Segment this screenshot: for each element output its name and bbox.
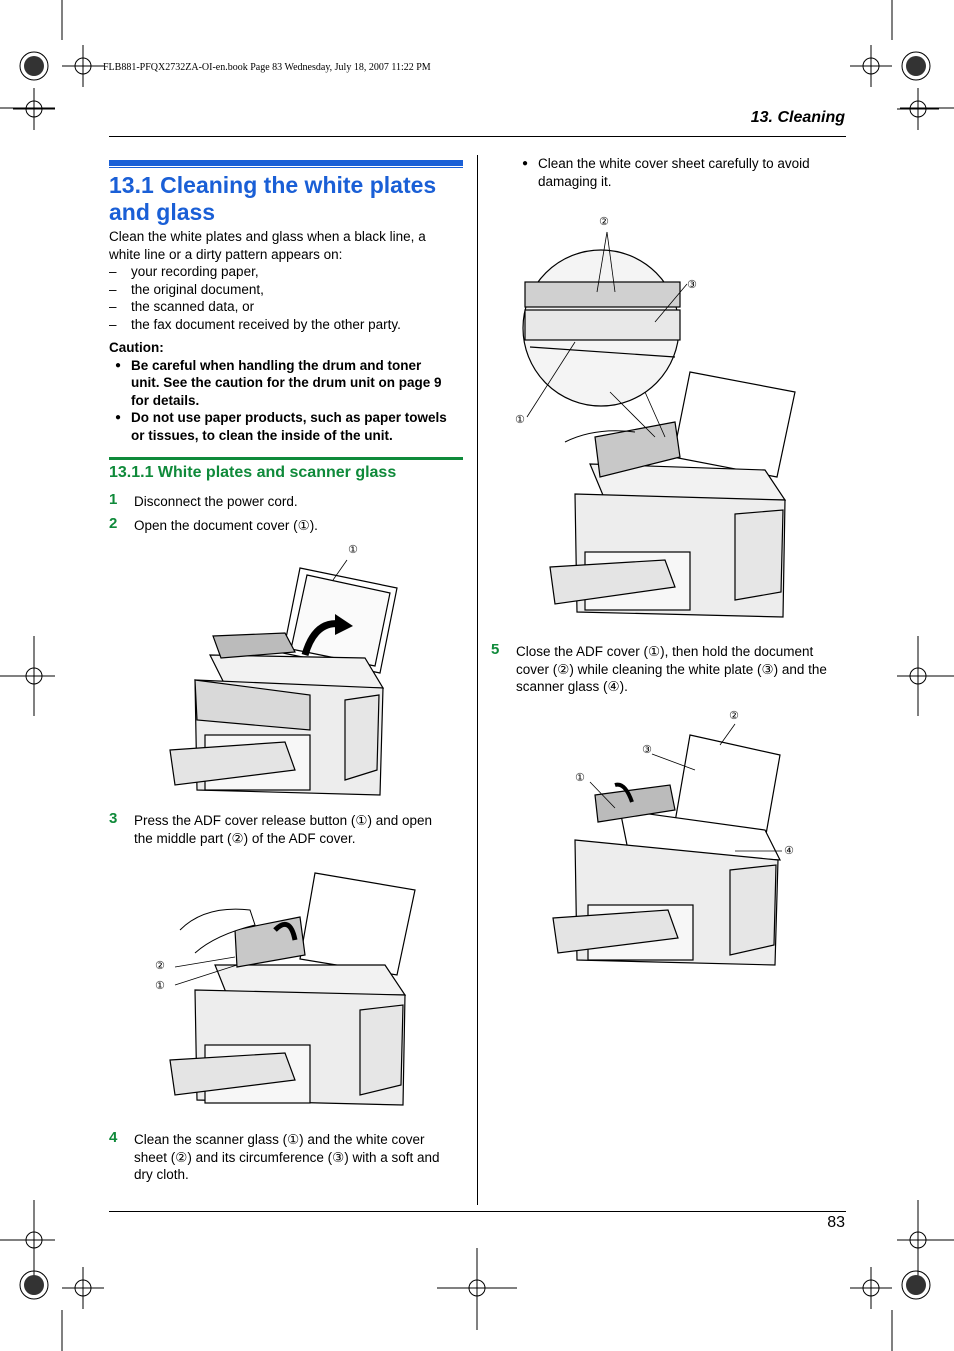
illustration-open-adf-cover [169, 872, 416, 1106]
illustration-open-document-cover [169, 559, 398, 796]
callout-1: ① [575, 771, 585, 784]
callout-1: ① [515, 413, 525, 426]
column-divider [477, 155, 478, 1205]
illustration-close-adf-cover [552, 723, 782, 966]
chapter-heading: 13. Cleaning [750, 109, 845, 126]
list-item: –the original document, [109, 281, 264, 297]
step-1: 1 Disconnect the power cord. [109, 491, 298, 509]
subsection-title: 13.1.1 White plates and scanner glass [109, 464, 397, 481]
footer-rule [109, 1211, 846, 1212]
illustration-clean-glass [522, 231, 796, 618]
section-bar-thin [109, 167, 463, 168]
step-5: 5 Close the ADF cover (①), then hold the… [491, 641, 827, 695]
callout-4: ④ [784, 844, 794, 857]
callout-1: ① [348, 543, 358, 556]
list-item: –the scanned data, or [109, 299, 255, 315]
callout-3: ③ [642, 743, 652, 756]
step-3: 3 Press the ADF cover release button (①)… [109, 810, 433, 846]
caution-block: Caution: ● Be careful when handling the … [109, 339, 469, 445]
step-4: 4 Clean the scanner glass (①) and the wh… [109, 1129, 440, 1183]
step-2: 2 Open the document cover (①). [109, 515, 318, 533]
callout-2: ② [599, 215, 609, 228]
caution-heading: Caution: [109, 340, 164, 355]
page-number: 83 [827, 1214, 845, 1231]
file-slug: FLB881-PFQX2732ZA-OI-en.book Page 83 Wed… [103, 62, 431, 73]
callout-2: ② [155, 959, 165, 972]
list-item: –the fax document received by the other … [109, 316, 401, 332]
list-item: –your recording paper, [109, 264, 259, 280]
section-bar [109, 160, 463, 166]
subsection-bar [109, 457, 463, 460]
callout-3: ③ [687, 278, 697, 291]
caution-item: ● Do not use paper products, such as pap… [115, 410, 447, 443]
section-intro: Clean the white plates and glass when a … [109, 228, 469, 334]
callout-2: ② [729, 709, 739, 722]
caution-item: ● Be careful when handling the drum and … [115, 357, 442, 408]
right-bullet: ● Clean the white cover sheet carefully … [522, 156, 810, 189]
callout-1: ① [155, 979, 165, 992]
header-rule [109, 136, 846, 137]
